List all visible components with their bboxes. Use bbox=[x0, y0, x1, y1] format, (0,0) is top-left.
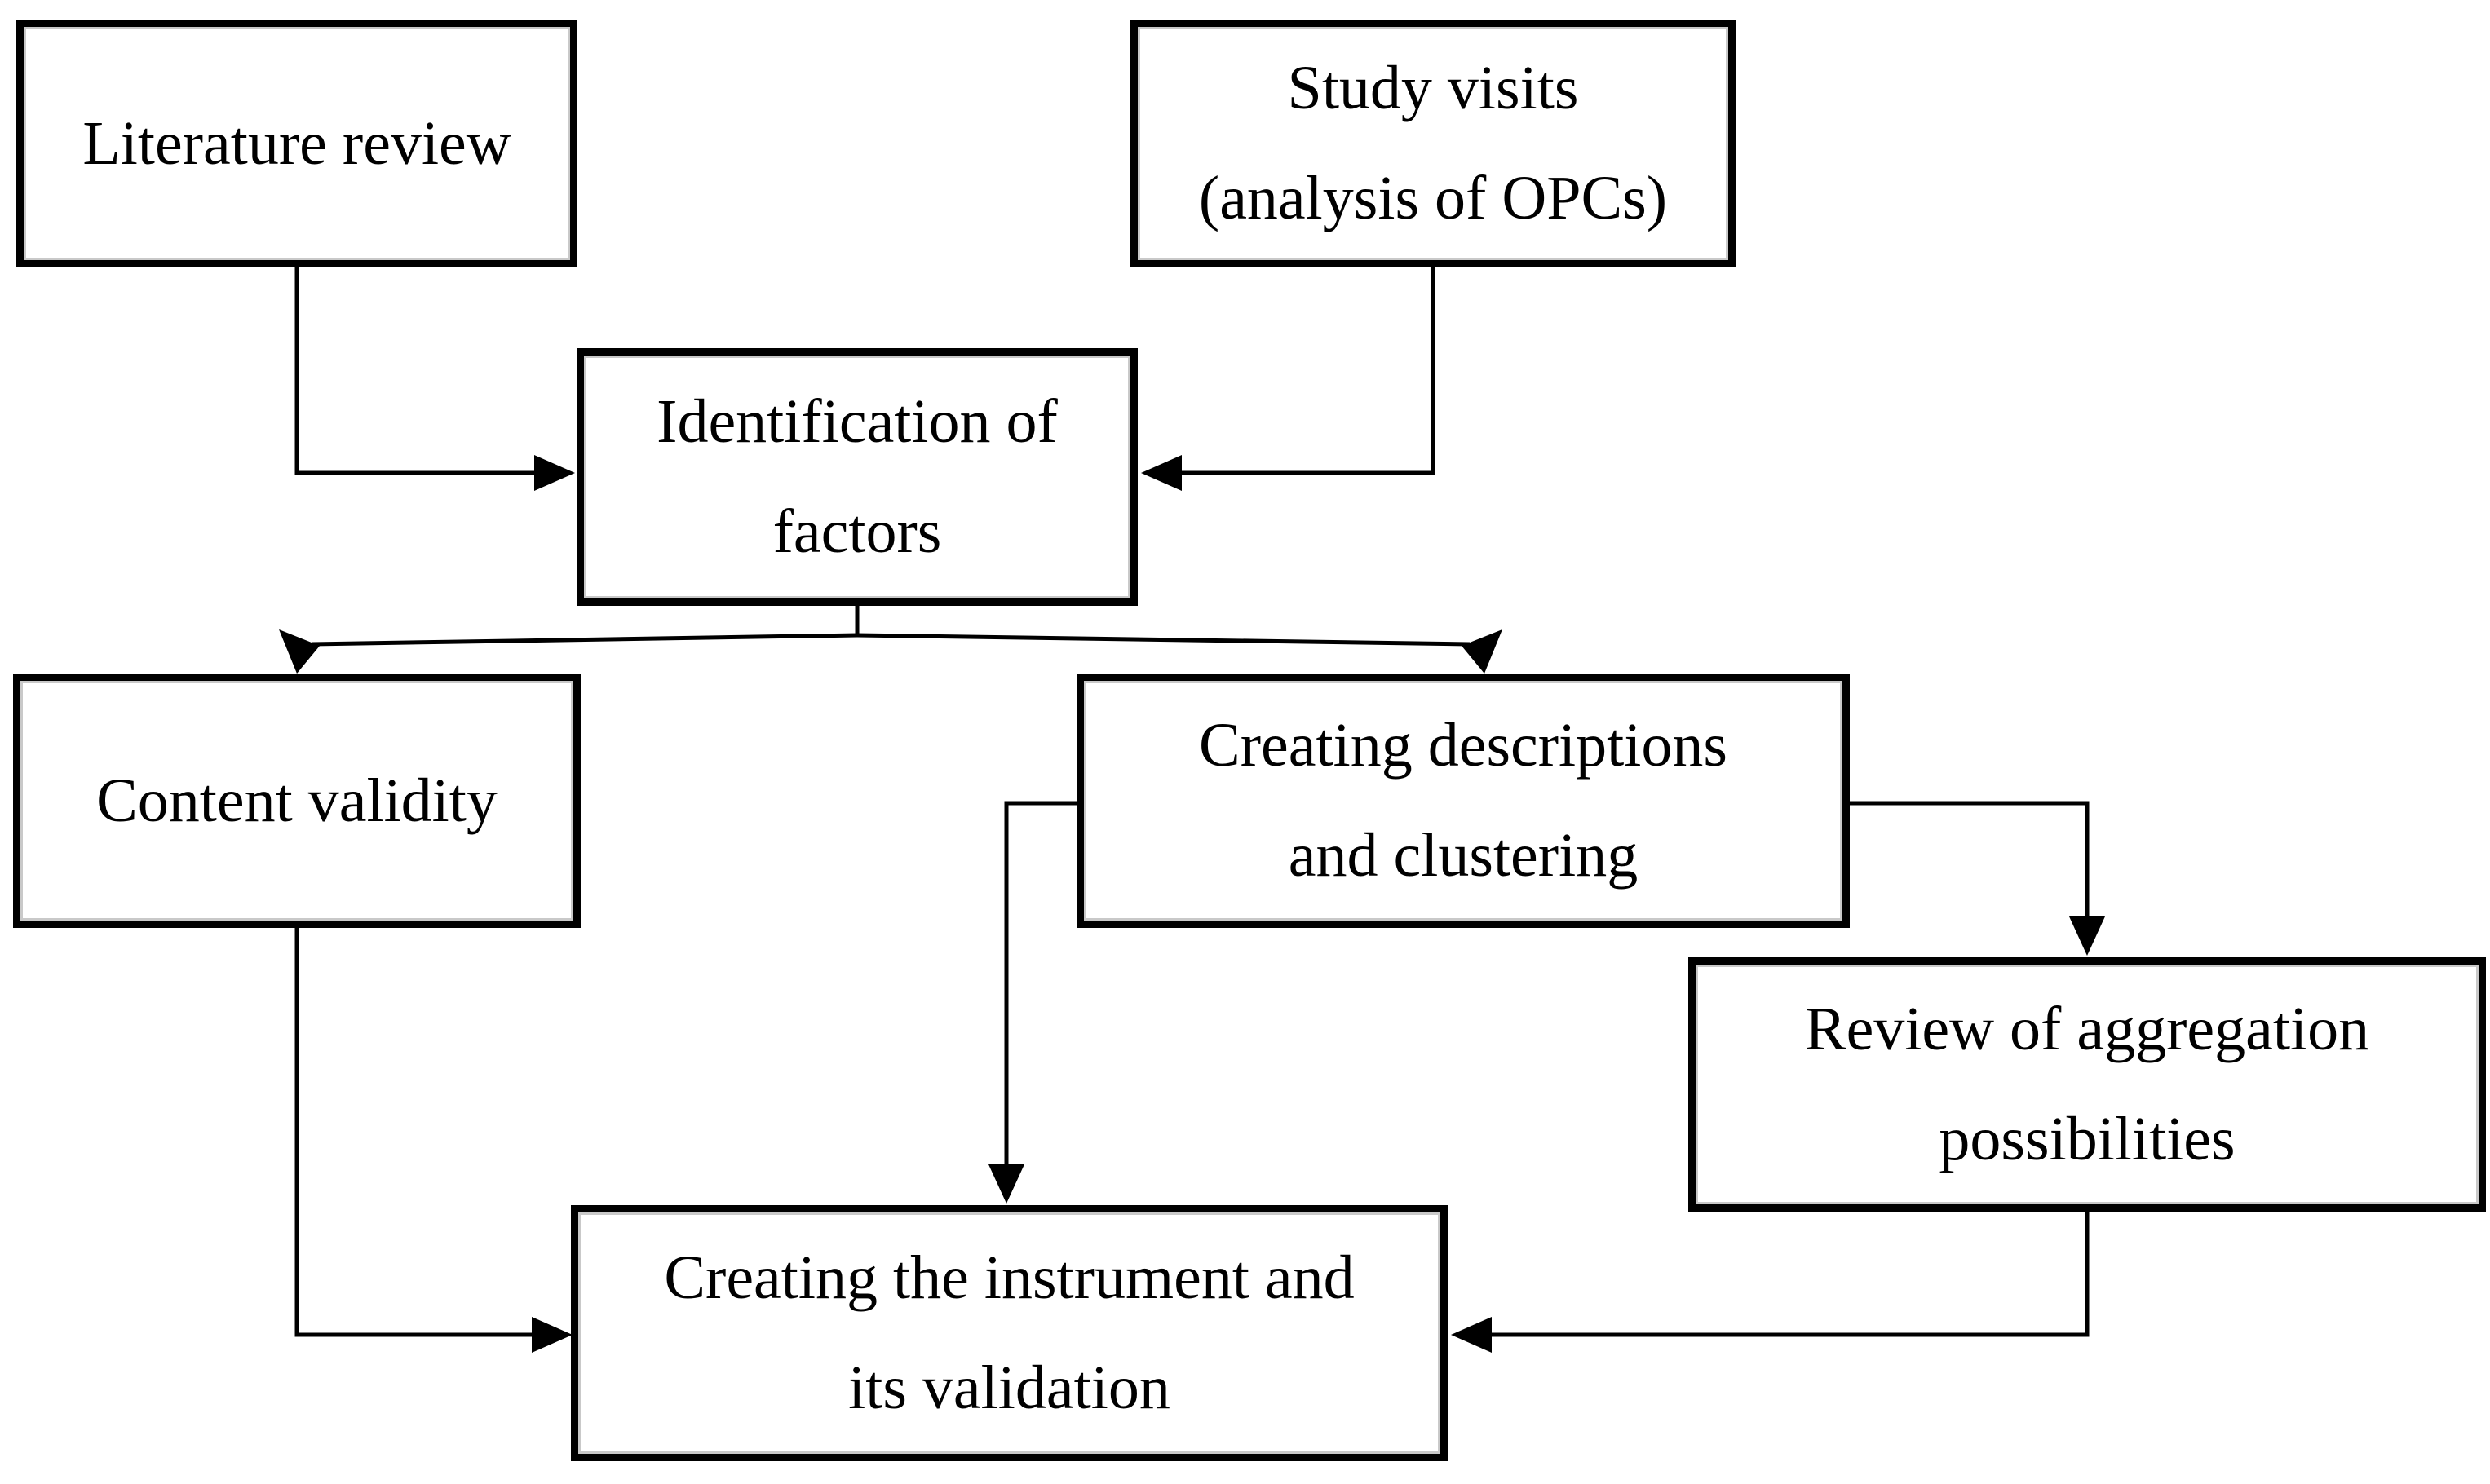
arrowhead-right-icon bbox=[532, 1317, 573, 1353]
node-label: Creating the instrument and its validati… bbox=[578, 1212, 1440, 1454]
arrow-line bbox=[1179, 267, 1435, 475]
node-label: Creating descriptions and clustering bbox=[1084, 681, 1842, 921]
arrow-identification-split-to-content-validity-and-descriptions bbox=[279, 606, 1502, 674]
arrow-line bbox=[294, 267, 537, 475]
node-label: Content validity bbox=[20, 681, 573, 921]
arrow-literature-review-to-identification bbox=[294, 267, 575, 491]
node-label-line: Identification of bbox=[657, 387, 1058, 456]
node-label-line: Literature review bbox=[82, 108, 511, 178]
node-label-line: Creating the instrument and bbox=[664, 1243, 1355, 1312]
node-creating-descriptions: Creating descriptions and clustering bbox=[1077, 674, 1850, 928]
node-review-of-aggregation: Review of aggregation possibilities bbox=[1688, 957, 2486, 1212]
arrow-content-validity-to-instrument bbox=[294, 928, 573, 1353]
arrow-line bbox=[311, 633, 858, 647]
arrow-study-visits-to-identification bbox=[1141, 267, 1435, 491]
arrowhead-right-icon bbox=[534, 455, 575, 491]
node-label: Study visits (analysis of OPCs) bbox=[1138, 27, 1728, 260]
arrow-descriptions-to-instrument bbox=[988, 801, 1077, 1204]
node-label-line: possibilities bbox=[1939, 1105, 2236, 1173]
arrowhead-down-icon bbox=[1462, 629, 1502, 674]
arrowhead-left-icon bbox=[1451, 1317, 1492, 1353]
arrow-line bbox=[1850, 801, 2090, 920]
node-label-line: (analysis of OPCs) bbox=[1198, 164, 1668, 232]
arrow-line bbox=[856, 633, 1471, 647]
node-content-validity: Content validity bbox=[13, 674, 581, 928]
node-label: Literature review bbox=[24, 27, 570, 260]
arrow-descriptions-to-review-aggregation bbox=[1850, 801, 2105, 956]
node-label-line: and clustering bbox=[1288, 821, 1639, 890]
node-label-line: Creating descriptions bbox=[1199, 711, 1727, 780]
arrowhead-down-icon bbox=[988, 1164, 1024, 1204]
node-label-line: factors bbox=[772, 497, 942, 566]
node-label-line: Content validity bbox=[96, 766, 498, 835]
node-study-visits: Study visits (analysis of OPCs) bbox=[1130, 20, 1736, 267]
node-label-line: Study visits bbox=[1287, 54, 1579, 122]
node-literature-review: Literature review bbox=[16, 20, 577, 267]
node-identification-of-factors: Identification of factors bbox=[577, 348, 1138, 606]
arrowhead-left-icon bbox=[1141, 455, 1182, 491]
arrowhead-down-icon bbox=[2069, 916, 2105, 956]
node-label-line: its validation bbox=[848, 1354, 1170, 1422]
arrow-line bbox=[1488, 1212, 2090, 1337]
arrow-review-aggregation-to-instrument bbox=[1451, 1212, 2090, 1353]
arrowhead-down-icon bbox=[279, 629, 320, 674]
node-label-line: Review of aggregation bbox=[1804, 995, 2370, 1063]
arrow-line bbox=[1004, 801, 1077, 1168]
node-label: Review of aggregation possibilities bbox=[1696, 965, 2479, 1204]
node-creating-instrument: Creating the instrument and its validati… bbox=[571, 1205, 1448, 1461]
arrow-line bbox=[294, 928, 535, 1337]
node-label: Identification of factors bbox=[584, 356, 1130, 598]
